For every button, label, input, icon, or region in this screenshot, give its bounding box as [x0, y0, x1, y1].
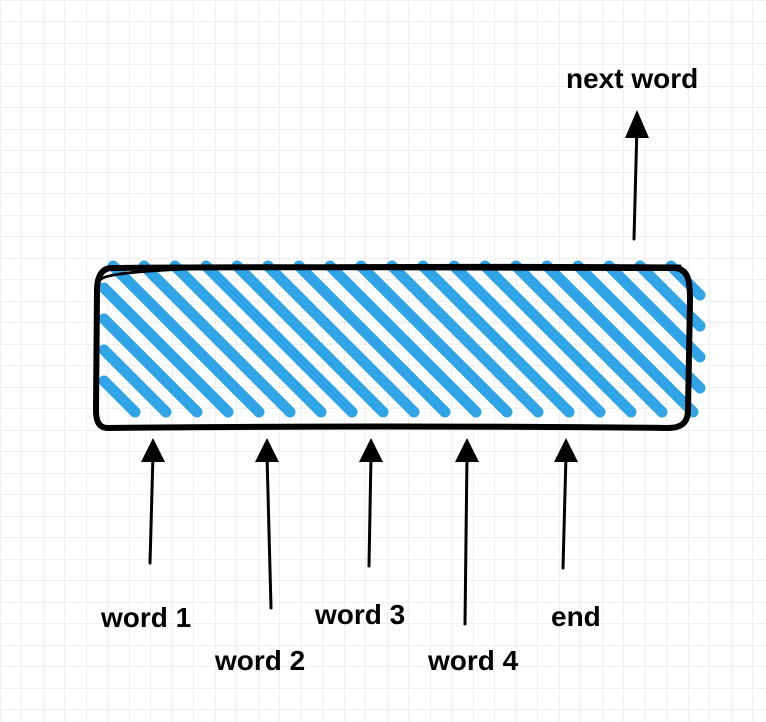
- hatch-stroke-19: [572, 260, 706, 394]
- buffer-box-outline-overstroke: [98, 263, 682, 282]
- label-word-4: word 4: [428, 645, 519, 676]
- hatch-stroke-2: [98, 313, 203, 418]
- hatch-stroke-18: [541, 260, 699, 418]
- hatch-stroke-0: [98, 375, 141, 418]
- hatch-stroke-15: [448, 260, 606, 418]
- buffer-box-outline: [93, 264, 693, 431]
- hatch-stroke-3: [98, 282, 234, 418]
- arrowhead-word-3: [359, 438, 383, 462]
- hatch-stroke-6: [169, 260, 327, 418]
- arrowhead-end: [554, 438, 578, 462]
- hatch-stroke-8: [231, 260, 389, 418]
- arrow-word-1: [148, 453, 155, 565]
- hatch-stroke-16: [479, 260, 637, 418]
- arrows: [148, 123, 639, 626]
- hatch-stroke-10: [293, 260, 451, 418]
- hatch-stroke-7: [200, 260, 358, 418]
- buffer-hatch-fill: [98, 260, 706, 418]
- label-word-1: word 1: [101, 602, 192, 633]
- arrow-next-word: [632, 123, 639, 241]
- hatch-stroke-4: [107, 260, 265, 418]
- arrowheads: [141, 110, 649, 462]
- arrow-word-3: [367, 453, 373, 568]
- arrow-word-4: [463, 453, 469, 626]
- label-word-2: word 2: [215, 645, 306, 676]
- arrowhead-next-word: [625, 110, 649, 138]
- hatch-stroke-17: [510, 260, 668, 418]
- label-word-3: word 3: [315, 599, 406, 630]
- label-end: end: [551, 601, 601, 632]
- arrow-word-2: [265, 453, 273, 610]
- hatch-stroke-11: [324, 260, 482, 418]
- hatch-stroke-13: [386, 260, 544, 418]
- hatch-stroke-14: [417, 260, 575, 418]
- hatch-stroke-5: [138, 260, 296, 418]
- arrowhead-word-4: [455, 438, 479, 462]
- hatch-stroke-12: [355, 260, 513, 418]
- hatch-stroke-9: [262, 260, 420, 418]
- hatch-stroke-1: [98, 344, 172, 418]
- hatch-stroke-20: [603, 260, 706, 363]
- label-next-word: next word: [566, 63, 699, 94]
- arrowhead-word-1: [141, 438, 165, 462]
- arrow-end: [561, 453, 568, 570]
- arrowhead-word-2: [255, 438, 279, 462]
